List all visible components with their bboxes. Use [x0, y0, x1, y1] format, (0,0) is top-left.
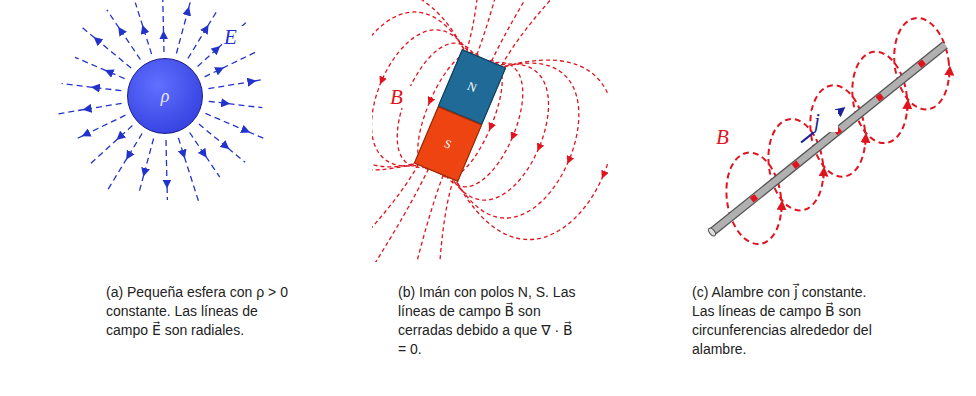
field-line — [140, 175, 144, 190]
field-line — [86, 103, 122, 109]
field-line — [77, 136, 83, 139]
field-line — [108, 158, 127, 190]
field-line — [119, 126, 132, 138]
field-line — [75, 57, 106, 70]
field-loop — [847, 48, 913, 147]
loop-crossing — [794, 163, 799, 167]
loop-crossing — [877, 96, 882, 100]
field-line — [205, 69, 221, 77]
field-line — [95, 88, 122, 91]
field-line — [188, 28, 207, 59]
field-line — [205, 113, 246, 131]
field-line — [120, 30, 140, 60]
current-arrow — [801, 109, 843, 143]
field-line — [163, 34, 165, 52]
field-line — [502, 0, 608, 99]
wire-field-loops — [707, 14, 955, 247]
field-line — [178, 138, 183, 155]
loop-arrow — [906, 103, 909, 111]
wire-end — [707, 227, 717, 237]
field-line — [176, 10, 188, 53]
field-line — [166, 140, 167, 185]
caption: (b) Imán con polos N, S. Las líneas de c… — [398, 283, 584, 359]
field-line — [199, 124, 227, 147]
current-symbol: j⃗ — [812, 110, 838, 132]
field-line — [480, 39, 608, 176]
field-line — [249, 132, 267, 140]
field-loop — [721, 149, 787, 248]
field-line — [96, 39, 131, 68]
loop-crossing — [919, 62, 924, 66]
field-line — [228, 148, 245, 162]
field-line — [143, 28, 151, 54]
field-line — [108, 72, 125, 79]
field-line — [80, 26, 95, 38]
node-text: ρ — [161, 86, 170, 107]
field-line — [163, 0, 164, 32]
caption: (a) Pequeña esfera con ρ > 0 constante. … — [106, 283, 294, 340]
caption: (c) Alambre con j⃗ constante. Las líneas… — [692, 283, 874, 359]
field-loop — [805, 82, 871, 181]
field-line — [223, 51, 259, 68]
field-line — [166, 187, 168, 200]
field-line — [57, 110, 85, 115]
dipole-frame — [372, 0, 608, 262]
field-line — [209, 101, 227, 103]
field-line — [372, 155, 428, 262]
field-line — [229, 104, 263, 108]
wire-outline — [712, 45, 945, 232]
field-line — [184, 157, 198, 201]
field-line — [206, 157, 220, 178]
loop-crossing — [752, 197, 757, 201]
field-symbol: B⃗ — [714, 126, 747, 148]
field-loop — [889, 14, 955, 113]
loop-arrow — [822, 170, 825, 178]
field-line — [198, 48, 218, 66]
field-line — [208, 81, 252, 88]
field-line — [372, 131, 418, 262]
field-line — [372, 175, 476, 262]
field-line — [388, 0, 568, 51]
charged-sphere: ρ — [127, 58, 203, 134]
loop-arrow — [780, 204, 783, 212]
field-line — [107, 10, 119, 28]
field-line — [372, 179, 532, 262]
field-line — [88, 139, 118, 166]
field-line — [62, 84, 93, 88]
node-text: N — [465, 78, 479, 95]
loop-arrow — [864, 137, 867, 145]
node-text: S — [442, 135, 454, 151]
field-line — [444, 0, 578, 55]
field-line — [85, 115, 126, 135]
field-symbol: B⃗ — [388, 86, 421, 108]
field-symbol: E⃗ — [222, 26, 255, 48]
loop-arrow — [948, 69, 951, 77]
field-line — [144, 139, 153, 174]
field-line — [135, 3, 143, 27]
radial-field-lines — [57, 0, 267, 201]
field-line — [255, 80, 262, 81]
dipole-field-lines — [372, 0, 608, 262]
field-line — [208, 12, 216, 26]
wire — [712, 45, 945, 232]
field-line — [190, 133, 205, 155]
field-line — [128, 134, 142, 157]
field-line — [492, 0, 608, 75]
field-line — [189, 0, 192, 8]
